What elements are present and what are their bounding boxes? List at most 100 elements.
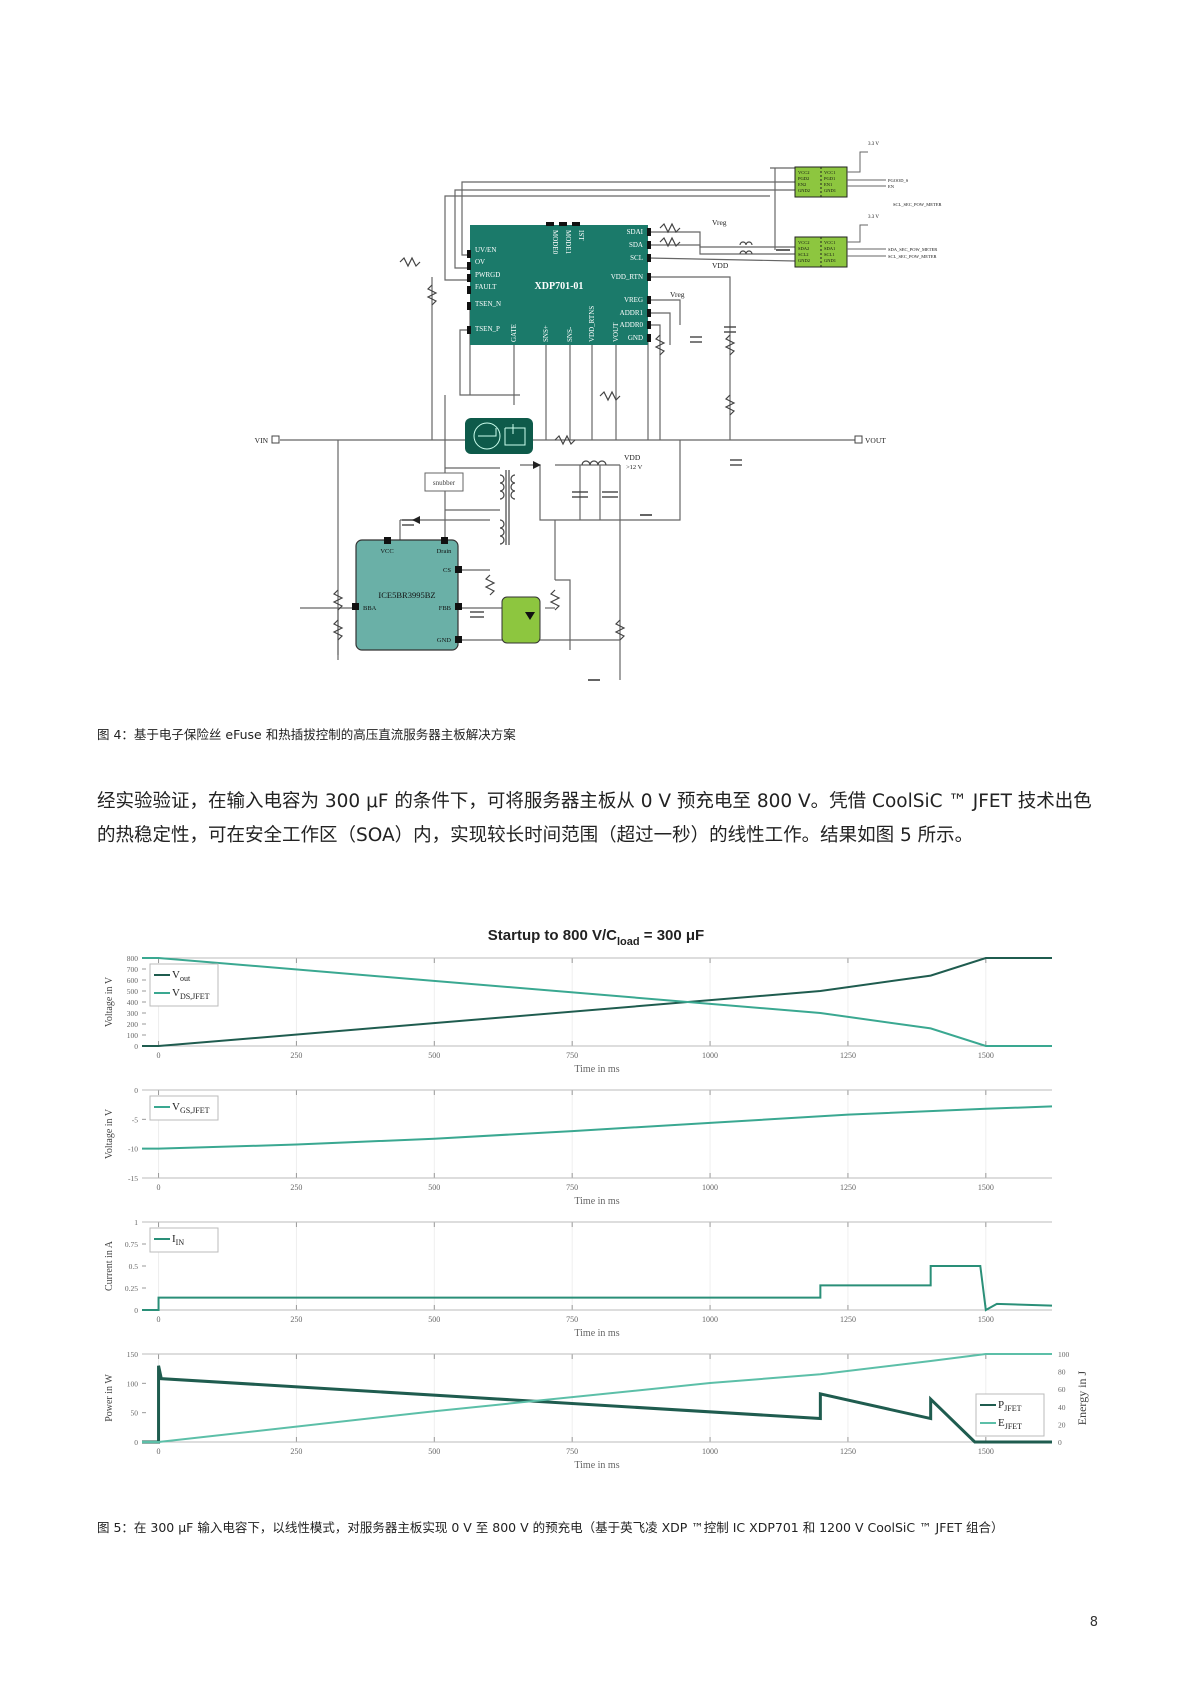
svg-text:750: 750 [566,1051,578,1060]
svg-text:Current in A: Current in A [104,1240,115,1291]
svg-text:100: 100 [127,1379,139,1388]
svg-text:VDD: VDD [624,453,641,462]
svg-text:PJFET: PJFET [998,1399,1022,1413]
svg-text:750: 750 [566,1183,578,1192]
pin-mode1: MODE1 [564,230,572,255]
svg-text:250: 250 [290,1447,302,1456]
ice5br-label: ICE5BR3995BZ [378,590,435,600]
figure4-schematic: UV/EN OV PWRGD FAULT TSEN_N TSEN_P SDAI … [255,142,942,681]
svg-text:VCC1: VCC1 [824,170,836,175]
vin-label: VIN [255,436,269,445]
svg-text:SCL1: SCL1 [824,252,835,257]
chart-title: Startup to 800 V/Cload = 300 μF [488,927,704,948]
svg-text:GND2: GND2 [798,258,810,263]
svg-text:0: 0 [157,1183,161,1192]
svg-text:750: 750 [566,1447,578,1456]
series-v-ds-jfet [142,957,1052,1047]
series-i-in [142,1265,1053,1312]
svg-text:0: 0 [157,1315,161,1324]
svg-text:3.3 V: 3.3 V [868,142,879,147]
svg-text:0: 0 [134,1438,138,1447]
pin-sdai: SDAI [627,228,644,236]
svg-text:Power in W: Power in W [104,1374,115,1422]
pin-gnd: GND [628,334,643,342]
svg-text:800: 800 [127,954,139,963]
pin-sns-plus: SNS+ [542,325,550,342]
pin-pwrgd: PWRGD [475,271,500,279]
pin-fault: FAULT [475,283,497,291]
svg-text:PGD2: PGD2 [798,176,809,181]
svg-text:VDS,JFET: VDS,JFET [172,987,210,1001]
pin-gate: GATE [510,324,518,342]
pin-tsen-n: TSEN_N [475,300,501,308]
svg-text:EN: EN [888,184,895,189]
pin-sns-minus: SNS- [566,326,574,342]
chart-legend: VGS,JFET [149,1095,219,1121]
page-number: 8 [1089,1615,1098,1630]
pin-vcc: VCC [380,548,393,555]
svg-text:500: 500 [428,1051,440,1060]
pin-fbb: FBB [439,605,452,612]
svg-text:-10: -10 [128,1145,138,1154]
svg-text:GND2: GND2 [798,188,810,193]
svg-text:700: 700 [127,965,139,974]
svg-text:250: 250 [290,1051,302,1060]
svg-text:EN2: EN2 [798,182,806,187]
svg-text:1500: 1500 [978,1183,994,1192]
svg-text:1250: 1250 [840,1315,856,1324]
figure5-chart: Startup to 800 V/Cload = 300 μF 0 250 500 7… [104,927,1089,1471]
svg-text:Time in ms: Time in ms [574,1064,619,1075]
svg-text:Vreg: Vreg [670,290,685,299]
vout-label: VOUT [865,436,886,445]
snubber-label: snubber [433,479,456,487]
svg-text:0: 0 [1058,1438,1062,1447]
body-paragraph: 经实验验证，在输入电容为 300 μF 的条件下，可将服务器主板从 0 V 预充… [97,791,1092,846]
svg-text:40: 40 [1058,1403,1066,1412]
pin-cs: CS [443,567,451,574]
svg-text:1000: 1000 [702,1051,718,1060]
svg-text:0: 0 [157,1051,161,1060]
svg-text:1250: 1250 [840,1183,856,1192]
xdp701-label: XDP701-01 [535,281,584,292]
svg-text:Voltage in V: Voltage in V [104,976,115,1027]
snubber-box [424,472,464,492]
svg-text:0.75: 0.75 [125,1240,138,1249]
pin-vdd-rtn: VDD_RTN [611,273,643,281]
svg-text:300: 300 [127,1009,139,1018]
svg-text:80: 80 [1058,1368,1066,1377]
svg-text:Vout: Vout [172,969,191,983]
pin-vreg: VREG [624,296,643,304]
svg-text:Time in ms: Time in ms [574,1328,619,1339]
svg-text:500: 500 [428,1183,440,1192]
svg-text:PGD1: PGD1 [824,176,835,181]
svg-text:EN1: EN1 [824,182,832,187]
figure5-caption: 图 5：在 300 μF 输入电容下，以线性模式，对服务器主板实现 0 V 至 … [97,1520,1004,1535]
svg-text:0: 0 [134,1042,138,1051]
jfet-module [465,418,533,454]
pin-ov: OV [475,258,485,266]
pin-vout: VOUT [612,322,620,342]
svg-text:1500: 1500 [978,1051,994,1060]
pin-ist: IST [577,230,585,241]
chart-legend: IIN [149,1227,219,1253]
svg-text:PGOOD_S: PGOOD_S [888,178,909,183]
pin-mode0: MODE0 [551,230,559,255]
svg-text:Energy in J: Energy in J [1075,1370,1089,1425]
vreg-label: Vreg [712,218,727,227]
pin-vdd-rtns: VDD_RTNS [588,306,596,342]
svg-text:VCC2: VCC2 [798,170,810,175]
pin-sda: SDA [629,241,643,249]
svg-text:1000: 1000 [702,1447,718,1456]
svg-text:250: 250 [290,1183,302,1192]
svg-text:0: 0 [134,1306,138,1315]
svg-text:EJFET: EJFET [998,1417,1022,1431]
svg-text:1000: 1000 [702,1183,718,1192]
svg-text:3.3 V: 3.3 V [868,215,879,220]
series-v-out [142,957,1052,1047]
svg-text:1500: 1500 [978,1315,994,1324]
svg-text:IIN: IIN [172,1233,184,1247]
pin-addr1: ADDR1 [620,309,644,317]
